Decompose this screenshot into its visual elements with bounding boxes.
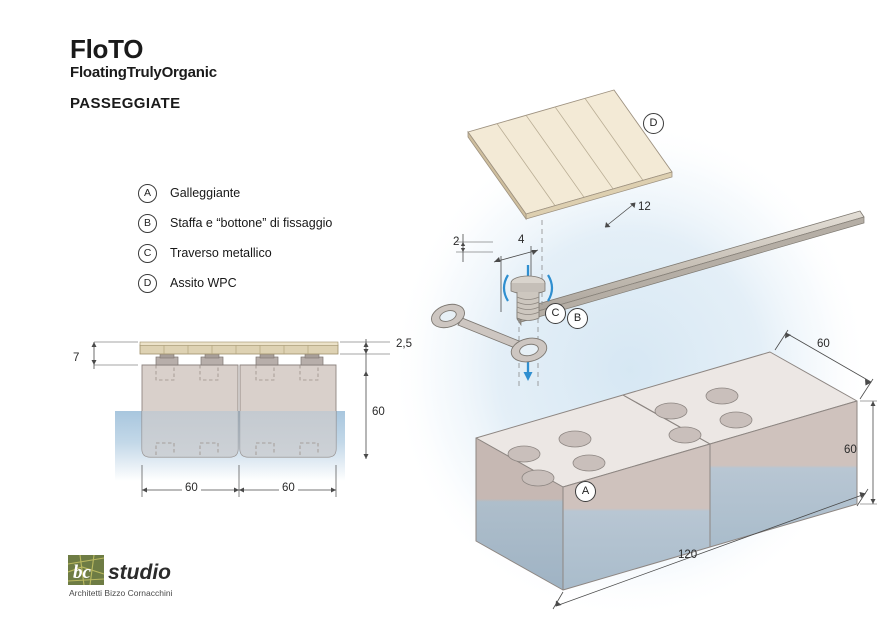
dim-float-length: [552, 488, 869, 610]
dim-float-height: [363, 371, 369, 459]
legend-item-a: A Galleggiante: [138, 178, 332, 208]
dim-label-deck-plank-width: 12: [638, 201, 651, 213]
callout-balloon-d: D: [643, 113, 664, 134]
legend-balloon-b: B: [138, 213, 157, 233]
dim-deck-thickness-right: [340, 339, 390, 371]
bc-studio-logo: bc studio Architetti Bizzo Cornacchini: [68, 555, 193, 600]
logo-word: studio: [108, 561, 171, 584]
dim-label-deck-thickness-right: 2,5: [396, 338, 412, 350]
logo-mark: bc: [68, 555, 105, 586]
callout-balloon-b: B: [567, 308, 588, 329]
legend-balloon-a: A: [138, 183, 157, 203]
wpc-deck-panel: [467, 89, 673, 221]
legend-label-c: Traverso metallico: [170, 246, 272, 260]
wpc-deck-section: [139, 341, 339, 355]
dim-label-crossbar-width: 4: [518, 234, 525, 246]
title-block: FloTO FloatingTrulyOrganic PASSEGGIATE: [70, 34, 217, 113]
legend-label-d: Assito WPC: [170, 276, 237, 290]
legend-item-c: C Traverso metallico: [138, 238, 332, 268]
fixing-bracket: [431, 303, 548, 363]
legend-label-b: Staffa e “bottone” di fissaggio: [170, 216, 333, 230]
dim-label-float-height: 60: [372, 406, 385, 418]
bc-studio-logo-graphic: bc studio Architetti Bizzo Cornacchini: [68, 555, 173, 598]
dim-deck-thickness-left: [91, 341, 138, 369]
rotation-arc-right: [547, 274, 554, 302]
dim-label-float-length: 120: [678, 549, 698, 561]
float-holes-right: [654, 387, 753, 444]
float-recess-marks: [155, 365, 319, 455]
legend-item-d: D Assito WPC: [138, 268, 332, 298]
logo-tagline: Architetti Bizzo Cornacchini: [69, 588, 173, 598]
dim-label-float-depth: 60: [817, 338, 830, 350]
callout-balloon-c: C: [545, 303, 566, 324]
dim-label-deck-thickness-left: 7: [73, 352, 80, 364]
float-blocks-iso: [475, 351, 858, 591]
metal-crossbar: [516, 210, 865, 327]
dim-crossbar-thickness: [456, 234, 493, 262]
legend-item-b: B Staffa e “bottone” di fissaggio: [138, 208, 332, 238]
callout-balloon-a: A: [575, 481, 596, 502]
dim-label-float-width-1: 60: [182, 482, 201, 494]
legend: A Galleggiante B Staffa e “bottone” di f…: [138, 178, 332, 298]
dim-deck-plank-width: [604, 202, 636, 228]
document-type: PASSEGGIATE: [70, 95, 181, 113]
legend-label-a: Galleggiante: [170, 186, 241, 200]
float-holes-left: [507, 430, 606, 487]
dim-label-crossbar-thickness: 2: [453, 236, 460, 248]
rotation-arc-left: [502, 274, 509, 302]
logo-mark-text: bc: [73, 562, 92, 583]
legend-balloon-c: C: [138, 243, 157, 263]
dim-label-float-width-2: 60: [279, 482, 298, 494]
float-block-right: [239, 364, 337, 458]
section-view: 7 2,5 60 60 60: [60, 325, 420, 525]
dim-float-height-iso: [860, 400, 877, 505]
dim-label-float-height-iso: 60: [844, 444, 857, 456]
isometric-view-graphic: [390, 89, 877, 620]
fixing-brackets: [155, 352, 324, 366]
dim-float-depth: [774, 329, 874, 400]
brand-name: FloTO: [70, 34, 144, 64]
isometric-view: D C B A 2 4 12 60 60 120: [390, 60, 880, 620]
float-block-left: [141, 364, 239, 458]
brand-subtitle: FloatingTrulyOrganic: [70, 64, 217, 82]
section-view-graphic: [91, 339, 390, 497]
legend-balloon-d: D: [138, 273, 157, 293]
